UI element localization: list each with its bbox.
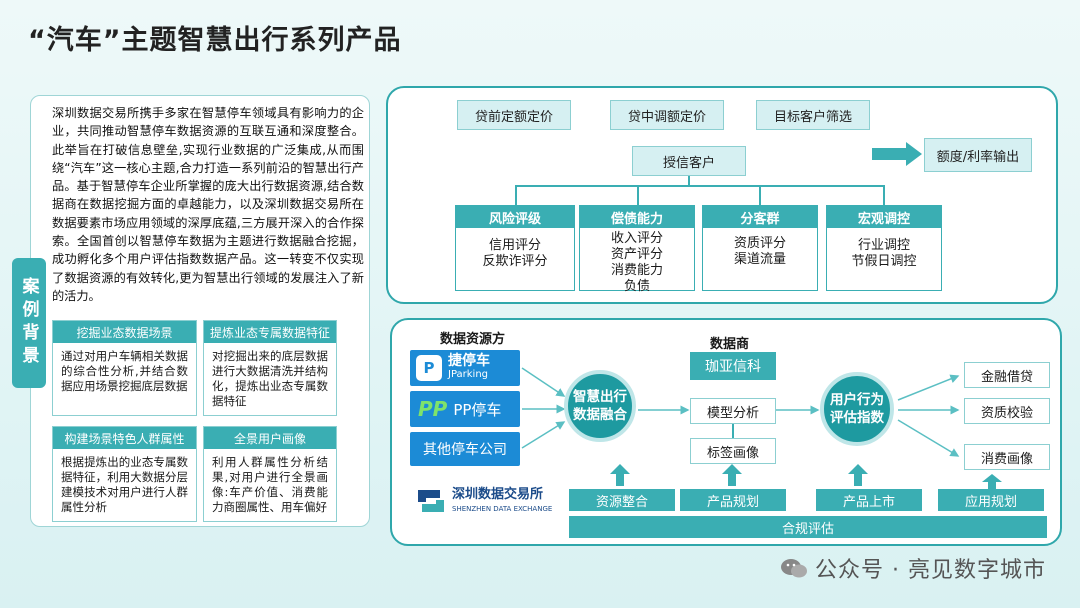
category-solvency: 偿债能力 收入评分 资产评分 消费能力 负债: [579, 205, 695, 294]
source-label: 数据资源方: [440, 332, 506, 347]
rate-output-box: 额度/利率输出: [924, 138, 1032, 172]
exchange-name: 深圳数据交易所: [452, 487, 544, 502]
watermark-text: 公众号 · 亮见数字城市: [815, 558, 1046, 583]
output-qualification: 资质校验: [964, 398, 1050, 424]
category-line: 信用评分: [488, 238, 541, 253]
exchange-name-block: 深圳数据交易所 SHENZHEN DATA EXCHANGE: [452, 488, 552, 516]
pill-target-client: 目标客户筛选: [756, 100, 870, 130]
connector: [637, 185, 639, 205]
category-line: 反欺诈评分: [482, 254, 548, 269]
source-pp: PP PP停车: [410, 391, 520, 427]
category-head: 风险评级: [456, 206, 574, 228]
source-name: 捷停车: [448, 353, 490, 369]
category-head: 偿债能力: [580, 206, 694, 228]
card-extract-features: 提炼业态专属数据特征 对挖掘出来的底层数据进行大数据清洗并结构化，提炼出业态专属…: [203, 320, 337, 416]
card-body: 通过对用户车辆相关数据的综合性分析,并结合数据应用场景挖掘底层数据: [61, 349, 188, 393]
card-body: 对挖掘出来的底层数据进行大数据清洗并结构化，提炼出业态专属数据特征: [212, 349, 328, 408]
pill-mid-loan: 贷中调额定价: [610, 100, 724, 130]
index-line: 用户行为: [830, 392, 884, 408]
output-arrows: [897, 374, 960, 457]
case-background-tab: 案例背景: [12, 258, 46, 388]
category-line: 消费能力: [610, 263, 663, 278]
exchange-logo-icon: [418, 490, 444, 512]
exchange-en: SHENZHEN DATA EXCHANGE: [452, 505, 553, 513]
output-consumption: 消费画像: [964, 444, 1050, 470]
stage-launch: 产品上市: [816, 489, 922, 511]
category-line: 收入评分: [610, 231, 663, 246]
dealer-box: 珈亚信科: [690, 352, 776, 380]
watermark: 公众号 · 亮见数字城市: [779, 552, 1046, 584]
fusion-line: 智慧出行: [573, 389, 627, 405]
stage-product-plan: 产品规划: [680, 489, 786, 511]
card-head: 提炼业态专属数据特征: [204, 321, 336, 343]
connector: [515, 185, 884, 187]
category-head: 宏观调控: [827, 206, 941, 228]
model-analysis-box: 模型分析: [690, 398, 776, 424]
intro-text: 深圳数据交易所携手多家在智慧停车领域具有影响力的企业，共同推动智慧停车数据资源的…: [52, 106, 364, 303]
source-name: 其他停车公司: [423, 442, 507, 458]
category-line: 渠道流量: [733, 252, 786, 267]
card-mine-scenes: 挖掘业态数据场景 通过对用户车辆相关数据的综合性分析,并结合数据应用场景挖掘底层…: [52, 320, 197, 416]
stage-resource: 资源整合: [569, 489, 675, 511]
up-arrow-icon: [848, 464, 868, 486]
index-line: 评估指数: [830, 410, 884, 426]
fusion-line: 数据融合: [573, 407, 627, 423]
fusion-circle: 智慧出行 数据融合: [564, 370, 636, 442]
connector: [515, 185, 517, 205]
source-other: 其他停车公司: [410, 432, 520, 466]
jparking-logo-icon: P: [416, 355, 442, 381]
wechat-icon: [781, 559, 808, 578]
category-head: 分客群: [703, 206, 817, 228]
tag-portrait-box: 标签画像: [690, 438, 776, 464]
source-arrows: [521, 367, 566, 449]
dealer-label: 数据商: [710, 337, 750, 352]
stage-application: 应用规划: [938, 489, 1044, 511]
category-segment: 分客群 资质评分 渠道流量: [702, 205, 818, 291]
category-line: 资质评分: [733, 236, 786, 251]
source-jparking: P 捷停车 JParking: [410, 350, 520, 386]
connector: [883, 185, 885, 205]
card-head: 构建场景特色人群属性: [53, 427, 196, 449]
card-head: 全景用户画像: [204, 427, 336, 449]
pp-logo-icon: PP: [418, 397, 448, 421]
connector: [759, 185, 761, 205]
card-build-attributes: 构建场景特色人群属性 根据提炼出的业态专属数据特征，利用大数据分层建模技术对用户…: [52, 426, 197, 522]
category-line: 行业调控: [857, 238, 910, 253]
source-name: PP停车: [453, 400, 502, 419]
output-finance: 金融借贷: [964, 362, 1050, 388]
page-title: “汽车”主题智慧出行系列产品: [28, 25, 402, 56]
category-line: 负债: [623, 279, 650, 294]
flow-arrows: [638, 405, 820, 415]
index-circle: 用户行为 评估指数: [820, 372, 894, 446]
up-arrow-icon: [982, 474, 1002, 489]
card-head: 挖掘业态数据场景: [53, 321, 196, 343]
category-line: 节假日调控: [851, 254, 917, 269]
compliance-bar: 合规评估: [569, 516, 1047, 538]
category-line: 资产评分: [610, 247, 663, 262]
arrow-right-icon: [872, 142, 922, 166]
card-body: 根据提炼出的业态专属数据特征，利用大数据分层建模技术对用户进行人群属性分析: [61, 455, 188, 514]
category-risk: 风险评级 信用评分 反欺诈评分: [455, 205, 575, 291]
card-body: 利用人群属性分析结果,对用户进行全景画像:车产价值、消费能力商圈属性、用车偏好: [212, 455, 328, 514]
up-arrow-icon: [722, 464, 742, 486]
card-user-portrait: 全景用户画像 利用人群属性分析结果,对用户进行全景画像:车产价值、消费能力商圈属…: [203, 426, 337, 522]
source-sub: JParking: [448, 369, 489, 380]
pill-pre-loan: 贷前定额定价: [457, 100, 571, 130]
up-arrow-icon: [610, 464, 630, 486]
connector: [688, 176, 690, 186]
category-macro: 宏观调控 行业调控 节假日调控: [826, 205, 942, 291]
connector: [732, 424, 734, 438]
credit-client-box: 授信客户: [632, 146, 746, 176]
